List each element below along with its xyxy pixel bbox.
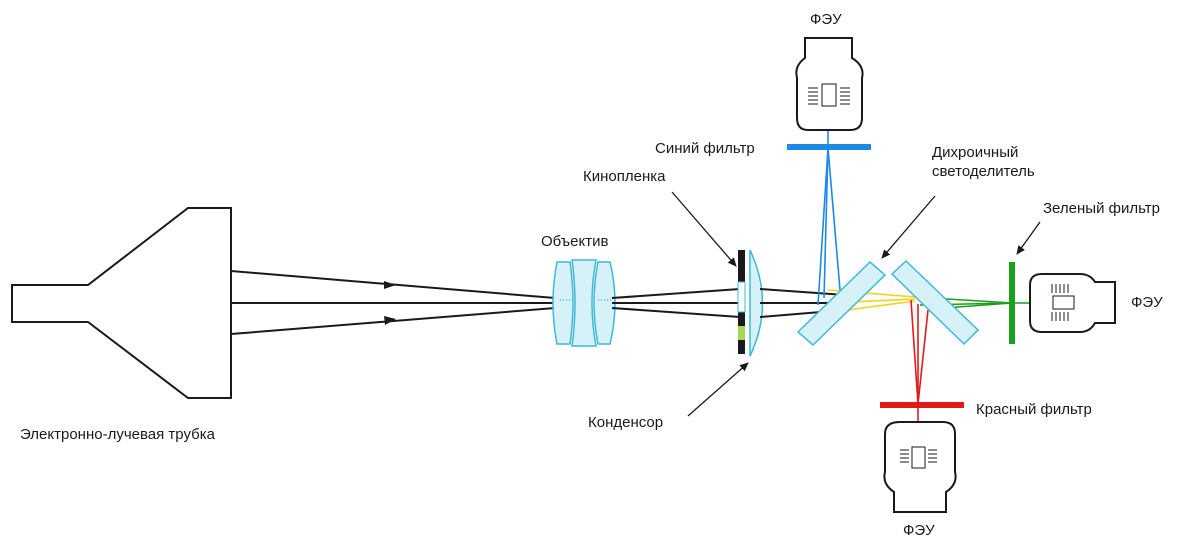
ray-arrow-icon	[384, 316, 396, 325]
dichroic-pointer	[881, 195, 936, 259]
label-objective: Объектив	[541, 233, 608, 250]
photomultiplier-icon	[883, 421, 957, 513]
blue-beam	[817, 130, 841, 306]
red-filter	[880, 402, 964, 408]
red-beam	[910, 299, 929, 422]
ray-arrow-icon	[384, 281, 396, 289]
film-strip	[737, 250, 746, 354]
label-dichroic-line1: Дихроичный	[932, 144, 1018, 161]
condenser-pointer	[687, 362, 749, 417]
label-film: Кинопленка	[583, 168, 666, 185]
label-condenser: Конденсор	[588, 414, 663, 431]
photomultiplier-icon	[1029, 273, 1116, 333]
label-green-filter: Зеленый фильтр	[1043, 200, 1160, 217]
blue-filter	[787, 144, 871, 150]
condenser-lens	[749, 249, 764, 357]
green-filter-pointer	[1016, 221, 1041, 255]
dichroic-beamsplitter	[796, 259, 980, 347]
label-red-filter: Красный фильтр	[976, 401, 1092, 418]
label-pmt-right: ФЭУ	[1131, 294, 1163, 311]
crt-rays	[230, 270, 556, 335]
green-filter	[1009, 262, 1015, 344]
film-pointer	[671, 191, 737, 267]
label-dichroic-line2: светоделитель	[932, 163, 1035, 180]
label-pmt-bottom: ФЭУ	[903, 522, 935, 539]
label-pmt-top: ФЭУ	[810, 11, 842, 28]
crt-outline	[11, 207, 232, 399]
label-blue-filter: Синий фильтр	[655, 140, 755, 157]
label-crt: Электронно-лучевая трубка	[20, 426, 216, 443]
photomultiplier-icon	[795, 37, 864, 131]
lens-rays	[611, 288, 741, 318]
objective-lens	[552, 259, 616, 347]
